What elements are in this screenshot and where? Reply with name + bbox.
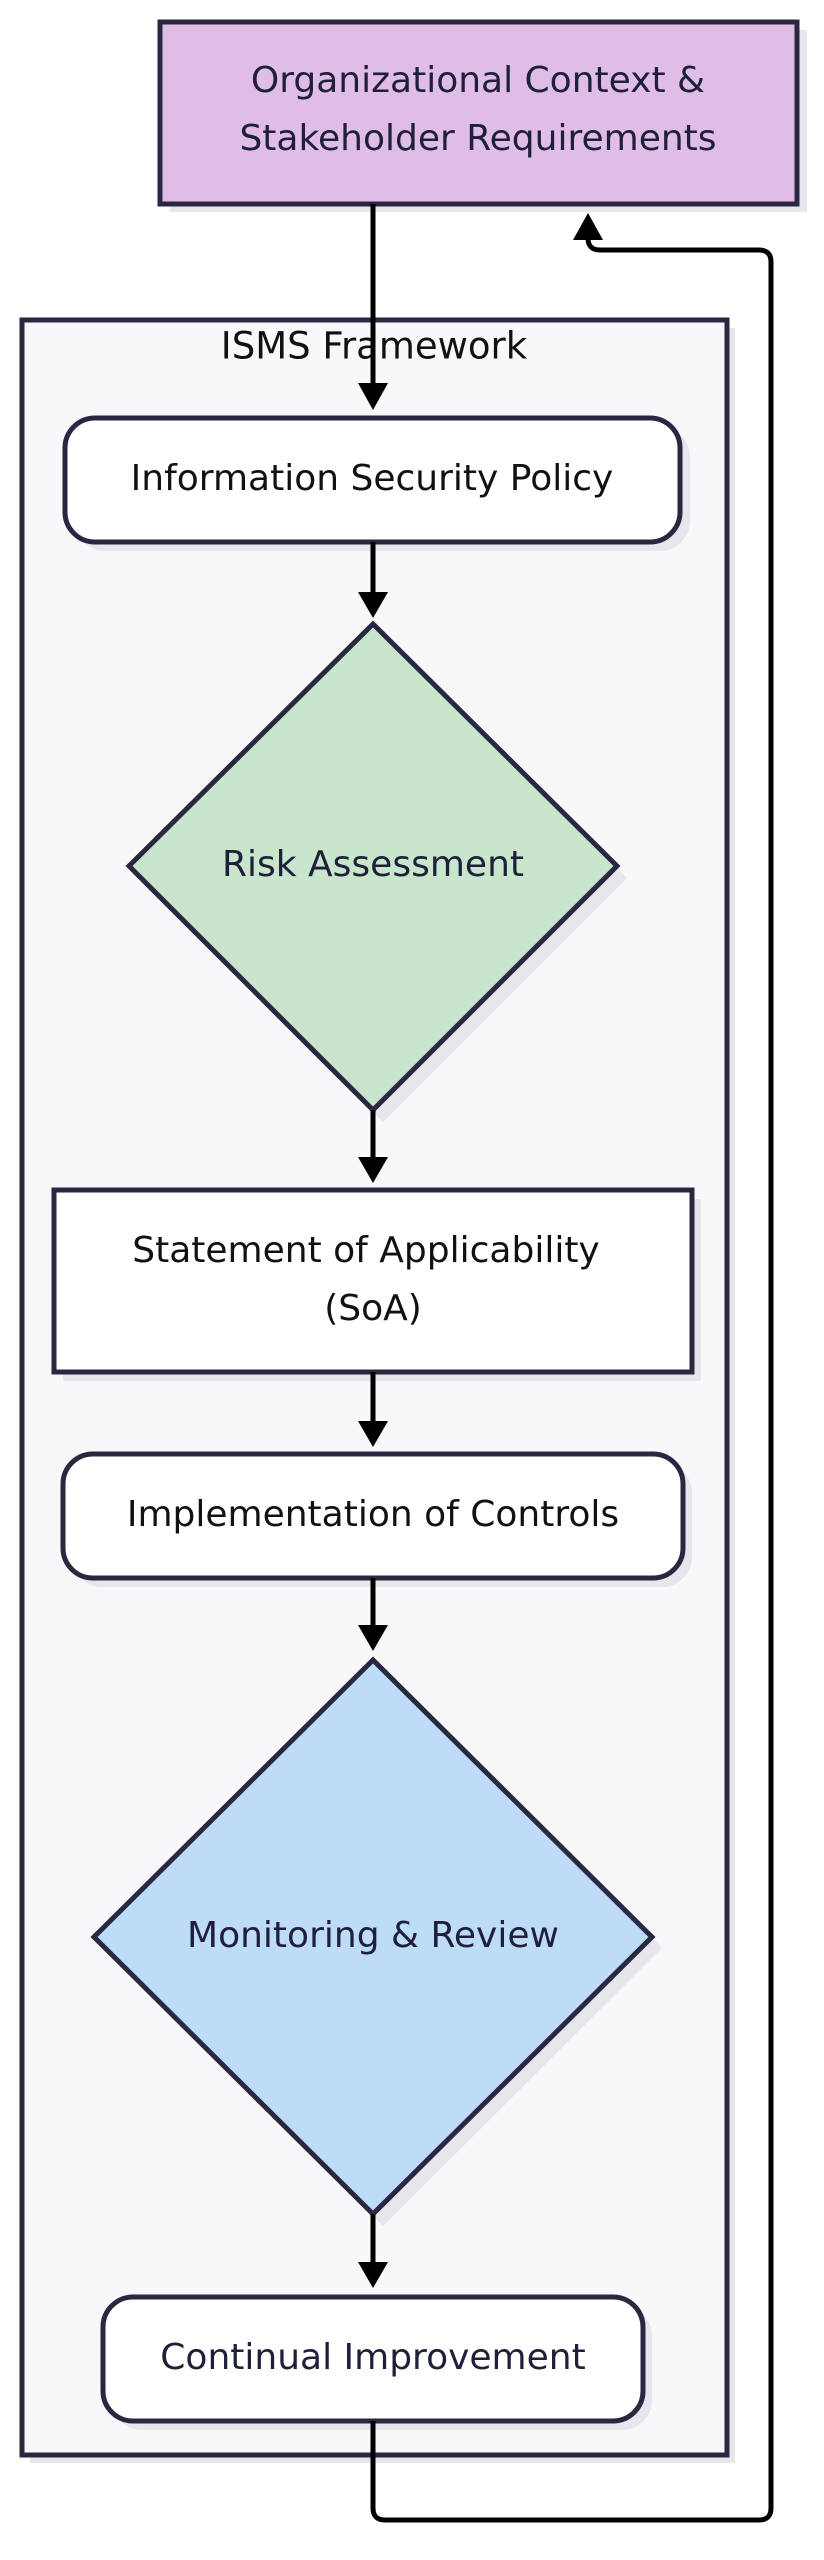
organizational-context-box xyxy=(157,19,800,207)
arrowhead-improvement-to-context xyxy=(573,213,603,240)
arrowhead-controls-to-monitoring xyxy=(358,1625,388,1651)
organizational-context-label-line-1: Organizational Context & xyxy=(251,60,705,101)
organizational-context-label-line-2: Stakeholder Requirements xyxy=(239,118,716,159)
arrowhead-context-to-policy xyxy=(358,383,388,410)
statement-of-applicability-label-line-1: Statement of Applicability xyxy=(132,1230,600,1271)
arrowhead-risk-to-soa xyxy=(358,1157,388,1183)
edges xyxy=(358,204,774,2523)
node-continual-improvement: Continual Improvement xyxy=(100,2294,652,2430)
edge-improvement-to-context xyxy=(370,237,774,2523)
node-organizational-context: Organizational Context & Stakeholder Req… xyxy=(157,19,807,212)
node-monitoring-and-review: Monitoring & Review xyxy=(90,1656,662,2226)
node-information-security-policy: Information Security Policy xyxy=(62,415,690,551)
node-statement-of-applicability: Statement of Applicability (SoA) xyxy=(51,1187,701,1381)
implementation-of-controls-label: Implementation of Controls xyxy=(127,1494,619,1535)
risk-assessment-label: Risk Assessment xyxy=(222,844,524,885)
information-security-policy-label: Information Security Policy xyxy=(131,458,614,499)
arrowhead-soa-to-controls xyxy=(358,1421,388,1447)
node-risk-assessment: Risk Assessment xyxy=(125,620,627,1122)
arrowhead-policy-to-risk xyxy=(358,592,388,618)
monitoring-and-review-label: Monitoring & Review xyxy=(187,1915,559,1956)
statement-of-applicability-box xyxy=(51,1187,695,1375)
node-implementation-of-controls: Implementation of Controls xyxy=(60,1451,692,1587)
statement-of-applicability-label-line-2: (SoA) xyxy=(324,1288,422,1329)
continual-improvement-label: Continual Improvement xyxy=(160,2337,585,2378)
arrowhead-monitoring-to-improvement xyxy=(358,2262,388,2288)
